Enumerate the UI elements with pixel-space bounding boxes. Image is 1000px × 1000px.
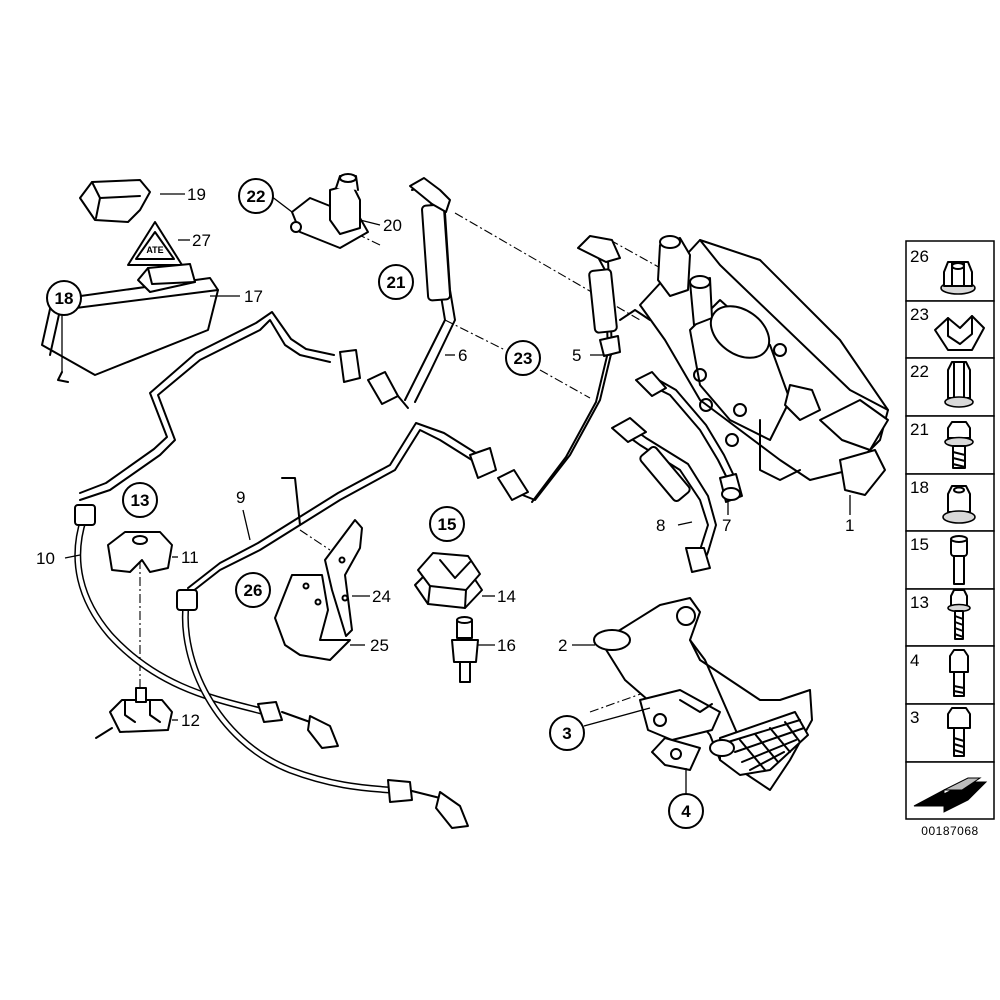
legend-item-23: 23 — [910, 305, 929, 324]
callout-27: 27 — [192, 231, 211, 250]
part-4-pedal-pad[interactable] — [651, 711, 809, 776]
callout-23-circle: 23 — [505, 340, 541, 376]
callout-23: 23 — [514, 349, 533, 368]
part-14-damper[interactable] — [414, 552, 483, 609]
socket-screw-icon — [950, 535, 968, 585]
callout-15: 15 — [438, 515, 457, 534]
legend-item-4: 4 — [910, 651, 919, 670]
callout-2: 2 — [558, 636, 567, 655]
part-11-bracket[interactable] — [107, 531, 173, 573]
callout-7: 7 — [722, 516, 731, 535]
callout-11: 11 — [181, 548, 199, 567]
callout-25: 25 — [370, 636, 389, 655]
part-17-control-unit[interactable] — [41, 263, 219, 383]
part-16-stud[interactable] — [451, 616, 479, 683]
flange-bolt-icon — [944, 421, 974, 469]
part-10-flex-hose[interactable] — [74, 504, 339, 749]
callout-15-circle: 15 — [429, 506, 465, 542]
part-24-bracket[interactable] — [324, 519, 363, 637]
part-9-brake-line[interactable] — [187, 422, 497, 596]
part-12-bracket[interactable] — [95, 687, 173, 739]
callout-14: 14 — [497, 587, 516, 606]
part-1-hydraulic-unit[interactable] — [619, 235, 889, 496]
part-19-clip[interactable] — [79, 179, 151, 223]
callout-13: 13 — [131, 491, 150, 510]
legend-item-15: 15 — [910, 535, 929, 554]
part-20-sensor[interactable] — [290, 173, 369, 249]
callout-5: 5 — [572, 346, 581, 365]
bolt-icon — [947, 589, 971, 640]
legend-item-3: 3 — [910, 708, 919, 727]
callout-4-circle: 4 — [668, 793, 704, 829]
cap-nut-icon — [944, 361, 974, 408]
hex-nut-icon — [942, 485, 976, 524]
callout-17: 17 — [244, 287, 263, 306]
document-code: 00187068 — [921, 824, 978, 838]
part-27-warning-label[interactable]: ATE — [127, 221, 183, 266]
callout-12: 12 — [181, 711, 200, 730]
legend-item-18: 18 — [910, 478, 929, 497]
part-7-hose[interactable] — [635, 371, 743, 503]
callout-10: 10 — [36, 549, 55, 568]
callout-3-circle: 3 — [549, 715, 585, 751]
hex-bolt-icon — [947, 707, 971, 757]
callout-8: 8 — [656, 516, 665, 535]
callout-9: 9 — [236, 488, 245, 507]
callout-3: 3 — [562, 724, 571, 743]
warning-symbol-text: ATE — [146, 245, 163, 255]
legend-item-21: 21 — [910, 420, 929, 439]
callout-13-circle: 13 — [122, 482, 158, 518]
callout-21-circle: 21 — [378, 264, 414, 300]
part-10-brake-line[interactable] — [79, 311, 361, 501]
legend-item-13: 13 — [910, 593, 929, 612]
part-9-flex-hose[interactable] — [176, 589, 469, 829]
callouts: 19 27 17 20 6 5 8 7 1 9 10 11 12 24 25 1… — [36, 185, 854, 730]
callout-4: 4 — [681, 802, 691, 821]
fastener-legend: 26 23 22 21 18 15 13 4 3 — [905, 240, 995, 838]
part-25-bracket[interactable] — [274, 574, 351, 661]
callout-26: 26 — [244, 581, 263, 600]
part-6-pressure-hose[interactable] — [367, 177, 456, 409]
circled-callouts: 22 21 18 23 13 15 26 3 — [46, 178, 704, 829]
callout-20: 20 — [383, 216, 402, 235]
callout-1: 1 — [845, 516, 854, 535]
part-3-pedal-arm[interactable] — [639, 689, 721, 741]
part-8-hose[interactable] — [611, 417, 717, 573]
callout-26-circle: 26 — [235, 572, 271, 608]
legend-item-22: 22 — [910, 362, 929, 381]
callout-22: 22 — [247, 187, 266, 206]
callout-18-circle: 18 — [46, 280, 82, 316]
clip-icon — [934, 315, 985, 351]
callout-16: 16 — [497, 636, 516, 655]
part-5-pressure-hose[interactable] — [497, 235, 621, 503]
callout-21: 21 — [387, 273, 406, 292]
legend-item-26: 26 — [910, 247, 929, 266]
callout-22-circle: 22 — [238, 178, 274, 214]
nut-icon — [940, 261, 976, 295]
callout-6: 6 — [458, 346, 467, 365]
callout-19: 19 — [187, 185, 206, 204]
callout-24: 24 — [372, 587, 391, 606]
leader-lines — [61, 193, 851, 721]
direction-arrow-icon — [913, 777, 988, 813]
shoulder-bolt-icon — [949, 649, 969, 697]
callout-18: 18 — [55, 289, 74, 308]
